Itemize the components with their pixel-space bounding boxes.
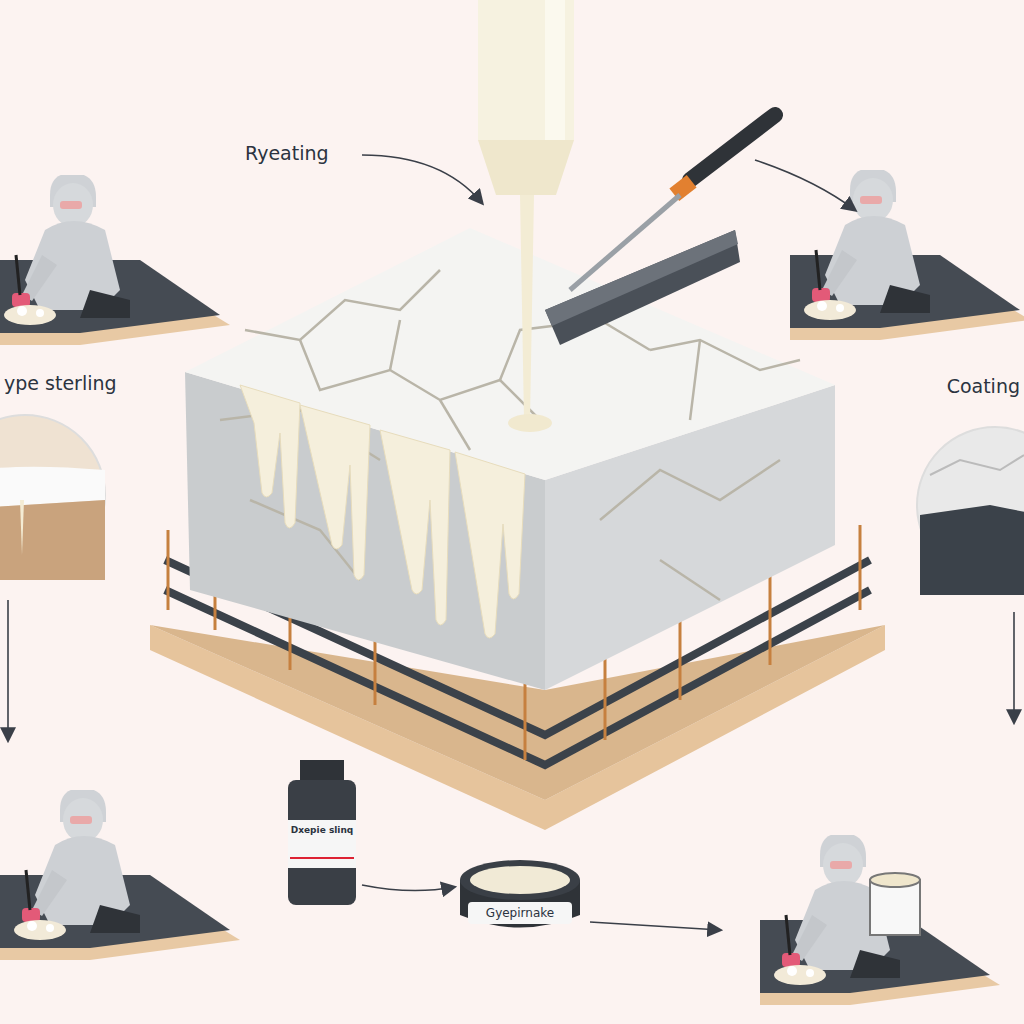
worker xyxy=(790,168,1024,340)
text-label: Gyepirnake xyxy=(486,906,554,920)
text-label: Dxepie slinq xyxy=(291,825,354,835)
worker xyxy=(0,788,240,960)
worker xyxy=(0,173,230,345)
text-label: Ryeating xyxy=(245,142,329,164)
text-label: Coating xyxy=(947,375,1020,397)
worker xyxy=(760,833,1000,1005)
text-label: ype sterling xyxy=(4,372,117,394)
